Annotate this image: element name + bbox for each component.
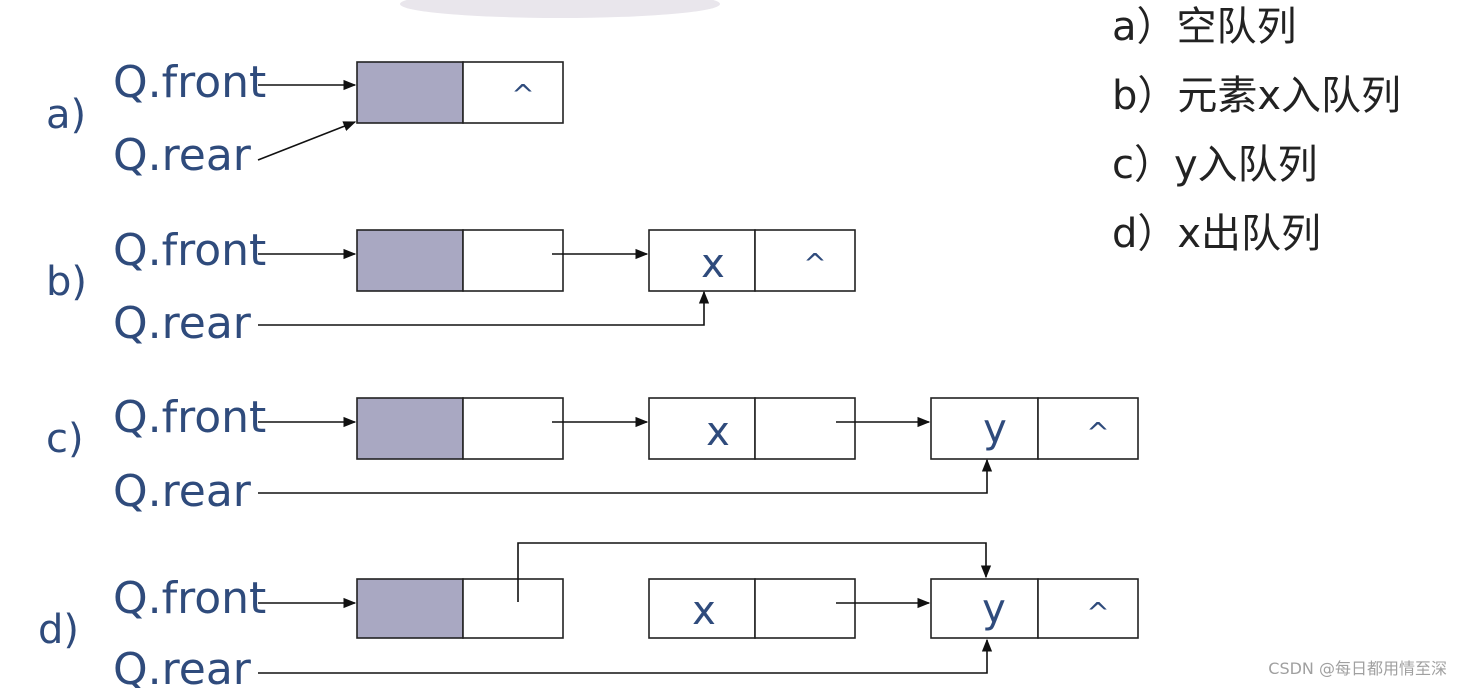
x-node-next	[754, 229, 856, 292]
rear-pointer-arrow	[258, 638, 993, 674]
legend-item-c: c）y入队列	[1112, 142, 1318, 188]
rear-label: Q.rear	[113, 130, 252, 181]
x-value: x	[706, 409, 730, 455]
head-node-next	[462, 229, 564, 292]
top-smudge	[400, 0, 720, 18]
front-label: Q.front	[113, 573, 266, 624]
head-node-next	[462, 578, 564, 639]
x-value: x	[701, 241, 725, 287]
head-next-to-y-arrow	[517, 542, 992, 602]
row-label: a)	[46, 92, 86, 138]
head-node-data	[356, 229, 464, 292]
row-d: d) Q.front Q.rear x y ^	[38, 542, 1139, 688]
null-symbol: ^	[1086, 416, 1109, 449]
rear-label: Q.rear	[113, 298, 252, 349]
row-label: d)	[38, 607, 79, 653]
null-symbol: ^	[511, 78, 534, 111]
row-b: b) Q.front Q.rear x ^	[46, 225, 856, 349]
y-value: y	[982, 586, 1006, 632]
row-c: c) Q.front Q.rear x y ^	[46, 392, 1139, 517]
legend: a）空队列 b）元素x入队列 c）y入队列 d）x出队列	[1112, 4, 1401, 257]
rear-pointer-arrow	[258, 290, 710, 326]
row-label: c)	[46, 416, 84, 462]
front-label: Q.front	[113, 225, 266, 276]
row-label: b)	[46, 259, 87, 305]
head-node-data	[356, 578, 464, 639]
y-node-next	[1037, 578, 1139, 639]
legend-item-b: b）元素x入队列	[1112, 73, 1401, 119]
x-node-data	[648, 578, 756, 639]
legend-item-d: d）x出队列	[1112, 211, 1321, 257]
x-node-next	[754, 578, 856, 639]
rear-label: Q.rear	[113, 466, 252, 517]
head-node-next	[462, 397, 564, 460]
row-a: a) Q.front Q.rear ^	[46, 57, 564, 181]
head-node-data	[356, 397, 464, 460]
head-node-next	[462, 61, 564, 124]
front-label: Q.front	[113, 57, 266, 108]
null-symbol: ^	[1086, 596, 1109, 629]
legend-item-a: a）空队列	[1112, 4, 1297, 50]
y-node-data	[930, 578, 1039, 639]
head-node-data	[356, 61, 464, 124]
null-symbol: ^	[803, 247, 826, 280]
x-node-data	[648, 397, 756, 460]
x-node-data	[648, 229, 756, 292]
rear-pointer-arrow	[258, 458, 993, 494]
rear-pointer-arrow	[257, 121, 357, 161]
front-label: Q.front	[113, 392, 266, 443]
y-node-next	[1037, 397, 1139, 460]
x-value: x	[692, 588, 716, 634]
rear-label: Q.rear	[113, 644, 252, 688]
watermark: CSDN @每日都用情至深	[1268, 659, 1447, 678]
x-node-next	[754, 397, 856, 460]
y-value: y	[983, 406, 1007, 452]
y-node-data	[930, 397, 1039, 460]
